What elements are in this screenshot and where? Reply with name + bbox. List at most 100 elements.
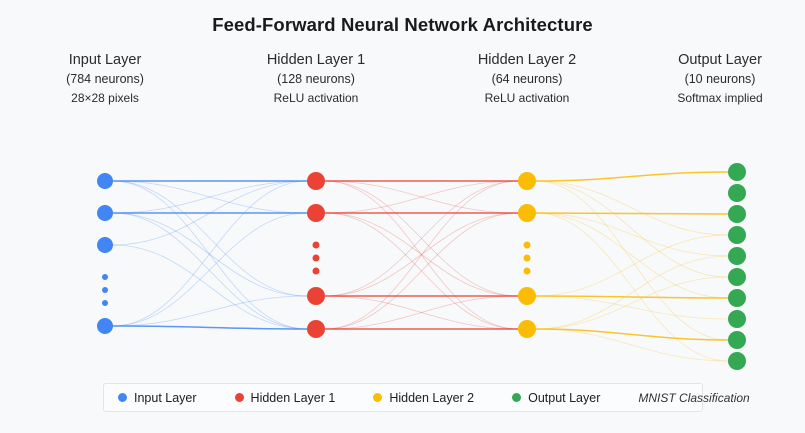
ellipsis-dot-input-0 [102,274,108,280]
layer-header-name: Hidden Layer 1 [266,52,366,68]
edge-input_to_hidden1 [112,325,308,330]
legend: Input Layer Hidden Layer 1 Hidden Layer 2 O… [103,383,750,412]
neuron-output-4[interactable] [728,247,746,265]
edge-hidden2_to_output [535,328,729,362]
nodes-group [97,163,746,370]
edge-hidden2_to_output [535,212,729,215]
edge-hidden1_to_hidden2 [324,180,519,297]
legend-item[interactable]: Hidden Layer 1 [234,390,336,405]
neuron-hidden1-1[interactable] [307,204,325,222]
ellipsis-dot-hidden1-0 [312,241,320,249]
layer-header-name: Output Layer [678,52,762,68]
neuron-output-9[interactable] [728,352,746,370]
edge-hidden1_to_hidden2 [324,295,519,330]
edge-hidden1_to_hidden2 [324,295,519,330]
layer-header-output: Output Layer (10 neurons) Softmax implied [615,50,805,108]
edge-input_to_hidden1 [112,212,308,327]
layer-header-note: Softmax implied [677,91,763,105]
edge-hidden2_to_output [535,180,729,236]
neuron-input-1[interactable] [97,205,113,221]
layer-header-count: (784 neurons) [66,72,144,86]
ellipsis-dot-hidden1-2 [312,267,320,275]
neuron-hidden1-3[interactable] [307,320,325,338]
legend-item[interactable]: Output Layer [512,391,600,405]
edge-hidden2_to_output [535,212,729,362]
neuron-input-3[interactable] [97,318,113,334]
edge-hidden2_to_output [535,180,729,341]
layer-header-name: Input Layer [68,52,142,68]
neuron-input-2[interactable] [97,237,113,253]
layer-header-note: ReLU activation [484,91,570,105]
legend-item-label: Input Layer [134,390,197,405]
edge-input_to_hidden1 [112,212,308,297]
layer-header-hidden2: Hidden Layer 2 (64 neurons) ReLU activatio… [422,50,632,108]
neuron-output-1[interactable] [728,184,746,202]
edge-hidden2_to_output [535,295,729,320]
neuron-hidden2-0[interactable] [518,172,536,190]
ellipsis-dot-input-2 [102,300,108,306]
edge-hidden1_to_hidden2 [324,212,519,297]
edge-hidden2_to_output [535,295,729,299]
edge-input_to_hidden1 [112,180,308,330]
edge-hidden2_to_output [535,212,729,299]
layer-header-count: (64 neurons) [491,72,563,86]
edge-input_to_hidden1 [112,180,308,214]
ellipsis-dot-hidden2-2 [523,267,531,275]
neuron-output-5[interactable] [728,268,746,286]
edge-input_to_hidden1 [112,180,308,327]
legend-dot-icon [512,393,522,402]
legend-item-label: Hidden Layer 1 [250,390,336,405]
edge-hidden1_to_hidden2 [324,180,519,214]
layer-header-count: (10 neurons) [684,72,756,86]
layer-header-name: Hidden Layer 2 [477,52,577,68]
edge-hidden1_to_hidden2 [324,212,519,297]
legend-note: MNIST Classification [638,390,750,405]
edge-hidden2_to_output [535,255,729,330]
neuron-output-0[interactable] [728,163,746,181]
neuron-output-8[interactable] [728,331,746,349]
legend-dot-icon [118,393,127,402]
edge-hidden1_to_hidden2 [324,180,519,330]
edge-hidden2_to_output [535,212,729,257]
ellipsis-dot-input-1 [102,287,108,293]
legend-items: Input Layer Hidden Layer 1 Hidden Layer 2 O… [118,391,638,405]
edge-input_to_hidden1 [112,244,308,330]
neuron-output-6[interactable] [728,289,746,307]
edge-input_to_hidden1 [112,180,308,297]
edge-hidden1_to_hidden2 [324,180,519,330]
edge-hidden2_to_output [535,180,729,278]
edge-hidden2_to_output [535,171,729,182]
edge-input_to_hidden1 [112,180,308,214]
legend-item-label: Hidden Layer 2 [389,390,475,405]
legend-item-label: Output Layer [528,390,601,405]
page-title: Feed-Forward Neural Network Architecture [212,14,593,35]
neuron-hidden2-2[interactable] [518,287,536,305]
edge-hidden2_to_output [535,234,729,297]
edge-hidden1_to_hidden2 [324,212,519,330]
edge-hidden1_to_hidden2 [324,180,519,297]
layer-header-hidden1: Hidden Layer 1(128 neurons)ReLU activati… [211,50,421,108]
ellipsis-dot-hidden1-1 [312,254,320,262]
neuron-hidden1-0[interactable] [307,172,325,190]
legend-item[interactable]: Hidden Layer 2 [373,391,474,405]
neuron-hidden1-2[interactable] [307,287,325,305]
edge-input_to_hidden1 [112,212,308,330]
neuron-hidden2-3[interactable] [518,320,536,338]
neuron-output-3[interactable] [728,226,746,244]
edge-hidden1_to_hidden2 [324,180,519,214]
neuron-output-7[interactable] [728,310,746,328]
legend-dot-icon [373,393,383,402]
neuron-input-0[interactable] [97,173,113,189]
neuron-output-2[interactable] [728,205,746,223]
edge-hidden2_to_output [535,276,729,330]
legend-item[interactable]: Input Layer [118,391,197,405]
neuron-hidden2-1[interactable] [518,204,536,222]
layer-header-input: Input Layer(784 neurons)28×28 pixels [0,50,210,108]
ellipsis-dot-hidden2-0 [523,241,531,249]
ellipsis-dot-hidden2-1 [523,254,531,262]
edges-group [112,171,729,362]
edge-hidden1_to_hidden2 [324,212,519,330]
legend-dot-icon [234,393,244,402]
layer-header-count: (128 neurons) [277,72,355,86]
